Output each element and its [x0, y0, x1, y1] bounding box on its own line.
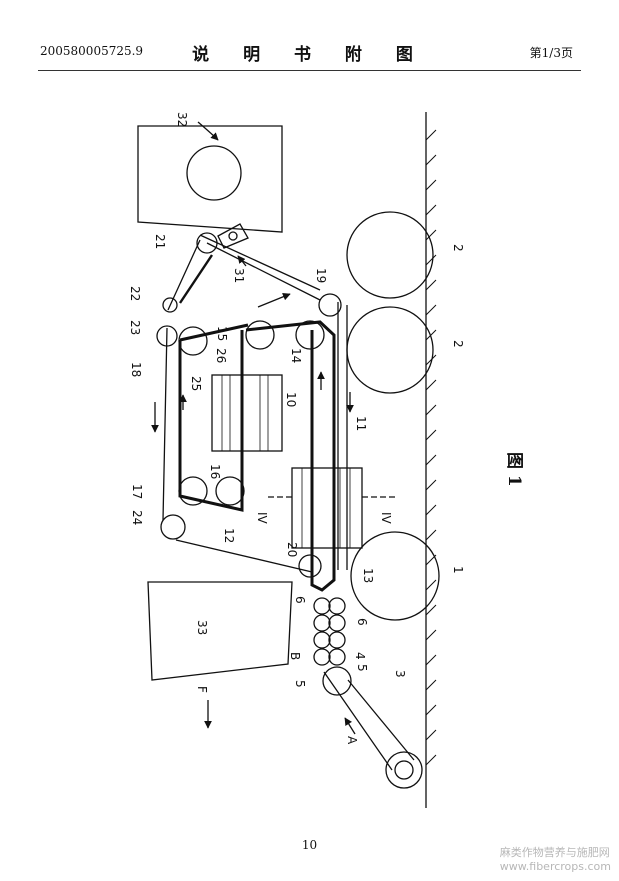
label-12: 12 [222, 528, 236, 543]
label-24: 24 [130, 510, 144, 525]
inner-belt-left [178, 323, 249, 512]
field-roller-2a [346, 211, 434, 299]
press-block-lower [291, 467, 363, 549]
label-13: 13 [361, 568, 375, 583]
label-18: 18 [129, 362, 143, 377]
label-32: 32 [175, 112, 189, 127]
label-10: 10 [284, 392, 298, 407]
feed-rollers [313, 597, 346, 666]
knife-31 [217, 223, 249, 249]
inner-belt-right [245, 320, 336, 592]
page-title: 说 明 书 附 图 [192, 45, 427, 65]
press-block-upper [211, 374, 283, 452]
label-17: 17 [130, 484, 144, 499]
page-label: 第1/3页 [529, 46, 573, 60]
label-22: 22 [128, 286, 142, 301]
label-33: 33 [195, 620, 209, 635]
bale-roll [186, 145, 242, 201]
label-6b: 6 [355, 618, 369, 626]
label-20: 20 [285, 542, 299, 557]
header-rule [38, 70, 581, 71]
watermark: 麻类作物营养与施肥网 www.fibercrops.com [500, 846, 611, 874]
watermark-line2: www.fibercrops.com [499, 860, 611, 873]
label-F: F [195, 686, 209, 693]
bale-chamber-32 [137, 125, 283, 233]
patent-number: 200580005725.9 [40, 44, 144, 58]
label-iv-left: IV [255, 512, 269, 525]
figure-caption: 图 1 [504, 452, 524, 487]
box-33 [147, 581, 293, 681]
field-roller-1 [350, 531, 440, 621]
label-4: 4 [353, 652, 367, 660]
label-31: 31 [232, 268, 246, 283]
label-14: 14 [289, 348, 303, 363]
outer-belt [162, 239, 339, 573]
ground-hatch [425, 129, 437, 766]
label-5a: 5 [293, 680, 307, 688]
label-A: A [345, 736, 359, 745]
label-2a: 2 [451, 244, 465, 252]
label-16: 16 [208, 464, 222, 479]
label-iv-right: IV [379, 512, 393, 525]
label-B: B [288, 652, 302, 660]
label-23: 23 [128, 320, 142, 335]
watermark-line1: 麻类作物营养与施肥网 [499, 846, 610, 859]
label-26: 26 [214, 348, 228, 363]
label-25: 25 [189, 376, 203, 391]
label-2b: 2 [451, 340, 465, 348]
label-19: 19 [314, 268, 328, 283]
page-number: 10 [301, 838, 318, 852]
label-1: 1 [451, 566, 465, 574]
label-5b: 5 [355, 664, 369, 672]
label-11: 11 [354, 416, 368, 431]
label-3: 3 [393, 670, 407, 678]
arrow-32 [197, 121, 219, 141]
label-15: 15 [215, 326, 229, 341]
field-roller-2b [346, 306, 434, 394]
label-6a: 6 [293, 596, 307, 604]
label-21: 21 [153, 234, 167, 249]
conveyor-3 [323, 671, 415, 771]
